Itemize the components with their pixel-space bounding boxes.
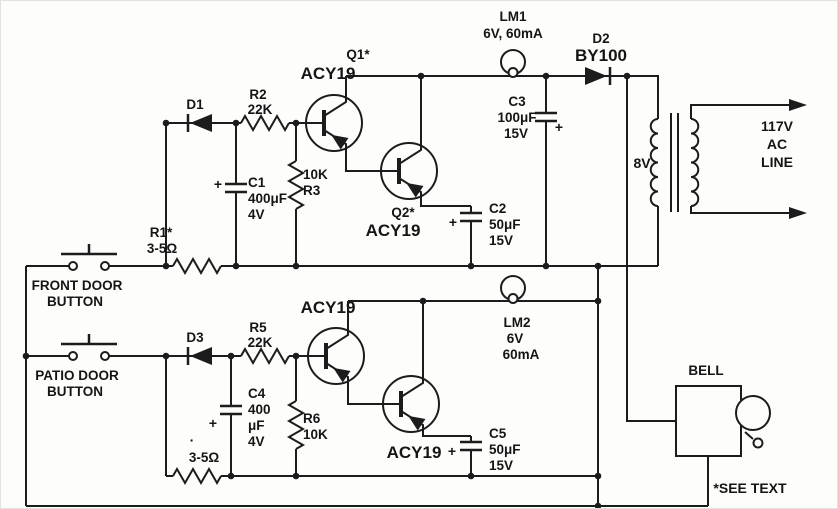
ac-arrow-bottom (789, 207, 807, 219)
lamp-lm1: LM1 6V, 60mA (483, 9, 543, 78)
q2-part: ACY19 (366, 221, 421, 240)
c2-plus: + (449, 214, 457, 230)
patio-door-button: PATIO DOOR BUTTON (35, 334, 119, 399)
transistor-q4: ACY19 (382, 375, 442, 462)
d2-ref: D2 (592, 31, 609, 46)
capacitor-c2: + C2 50μF 15V (449, 201, 521, 248)
resistor-r3: 10K R3 (286, 160, 328, 210)
patio-button-label-2: BUTTON (47, 384, 103, 399)
front-button-label-1: FRONT DOOR (32, 278, 123, 293)
capacitor-c5: + C5 50μF 15V (448, 426, 521, 473)
ac-line-label-1: 117V (761, 118, 794, 134)
transistor-q2: Q2* ACY19 (366, 142, 438, 240)
q4-part: ACY19 (387, 443, 442, 462)
r4-value: 3-5Ω (189, 450, 220, 465)
c1-ref: C1 (248, 175, 266, 190)
c5-value: 50μF (489, 442, 521, 457)
see-text-note: *SEE TEXT (713, 480, 787, 496)
c5-rating: 15V (489, 458, 513, 473)
transistor-q3: ACY19 (301, 298, 365, 385)
front-door-button: FRONT DOOR BUTTON (32, 244, 123, 309)
c1-value: 400μF (248, 191, 287, 206)
q1-ref: Q1* (346, 47, 370, 62)
lm1-ref: LM1 (500, 9, 527, 24)
c4-unit: μF (248, 418, 265, 433)
d1-label: D1 (186, 97, 204, 112)
r2-ref: R2 (249, 87, 266, 102)
resistor-r2: R2 22K (240, 87, 290, 133)
c1-rating: 4V (248, 207, 265, 222)
d3-label: D3 (186, 330, 204, 345)
c5-plus: + (448, 443, 456, 459)
capacitor-c3: + C3 100μF 15V (497, 94, 563, 141)
diode-d2: D2 BY100 (575, 31, 627, 85)
capacitor-c4: + C4 400 μF 4V (209, 386, 271, 449)
q1-part: ACY19 (301, 64, 356, 83)
diode-d1: D1 (186, 97, 212, 132)
c3-ref: C3 (508, 94, 526, 109)
c2-ref: C2 (489, 201, 506, 216)
patio-button-label-1: PATIO DOOR (35, 368, 119, 383)
r5-value: 22K (248, 335, 273, 350)
capacitor-c1: + C1 400μF 4V (214, 175, 287, 222)
r3-ref: R3 (303, 183, 321, 198)
wires (25, 75, 709, 507)
transformer: 8V 117V AC LINE (633, 99, 807, 219)
lm2-volts: 6V (507, 331, 524, 346)
c4-plus: + (209, 415, 217, 431)
resistor-r4: · 3-5Ω (172, 432, 222, 486)
resistor-r5: R5 22K (240, 320, 290, 366)
ac-arrow-top (789, 99, 807, 111)
c3-value: 100μF (497, 110, 536, 125)
c3-rating: 15V (504, 126, 528, 141)
r6-ref: R6 (303, 411, 321, 426)
r4-mark: · (190, 432, 195, 448)
c2-rating: 15V (489, 233, 513, 248)
lamp-lm2: LM2 6V 60mA (500, 275, 540, 362)
resistor-r6: R6 10K (286, 400, 328, 450)
c3-plus: + (555, 119, 563, 135)
c4-value: 400 (248, 402, 271, 417)
r5-ref: R5 (249, 320, 267, 335)
c2-value: 50μF (489, 217, 521, 232)
r2-value: 22K (248, 102, 273, 117)
diode-d3: D3 (186, 330, 212, 365)
transistor-q1: Q1* ACY19 (301, 47, 370, 152)
junction-dots (22, 72, 631, 508)
resistor-r1: R1* 3-5Ω (147, 225, 222, 276)
r3-value: 10K (303, 167, 328, 182)
bell: BELL (675, 363, 771, 457)
c1-plus: + (214, 176, 222, 192)
ac-line-label-2: AC (767, 136, 787, 152)
lm2-current: 60mA (503, 347, 540, 362)
ac-line-label-3: LINE (761, 154, 793, 170)
c4-rating: 4V (248, 434, 265, 449)
c4-ref: C4 (248, 386, 266, 401)
q3-part: ACY19 (301, 298, 356, 317)
c5-ref: C5 (489, 426, 507, 441)
d2-part: BY100 (575, 46, 627, 65)
r1-ref: R1* (150, 225, 173, 240)
q2-ref: Q2* (391, 205, 415, 220)
r6-value: 10K (303, 427, 328, 442)
lm2-ref: LM2 (504, 315, 531, 330)
front-button-label-2: BUTTON (47, 294, 103, 309)
bell-label: BELL (688, 363, 723, 378)
transformer-secondary-label: 8V (633, 155, 651, 171)
lm1-rating: 6V, 60mA (483, 26, 543, 41)
r1-value: 3-5Ω (147, 241, 178, 256)
